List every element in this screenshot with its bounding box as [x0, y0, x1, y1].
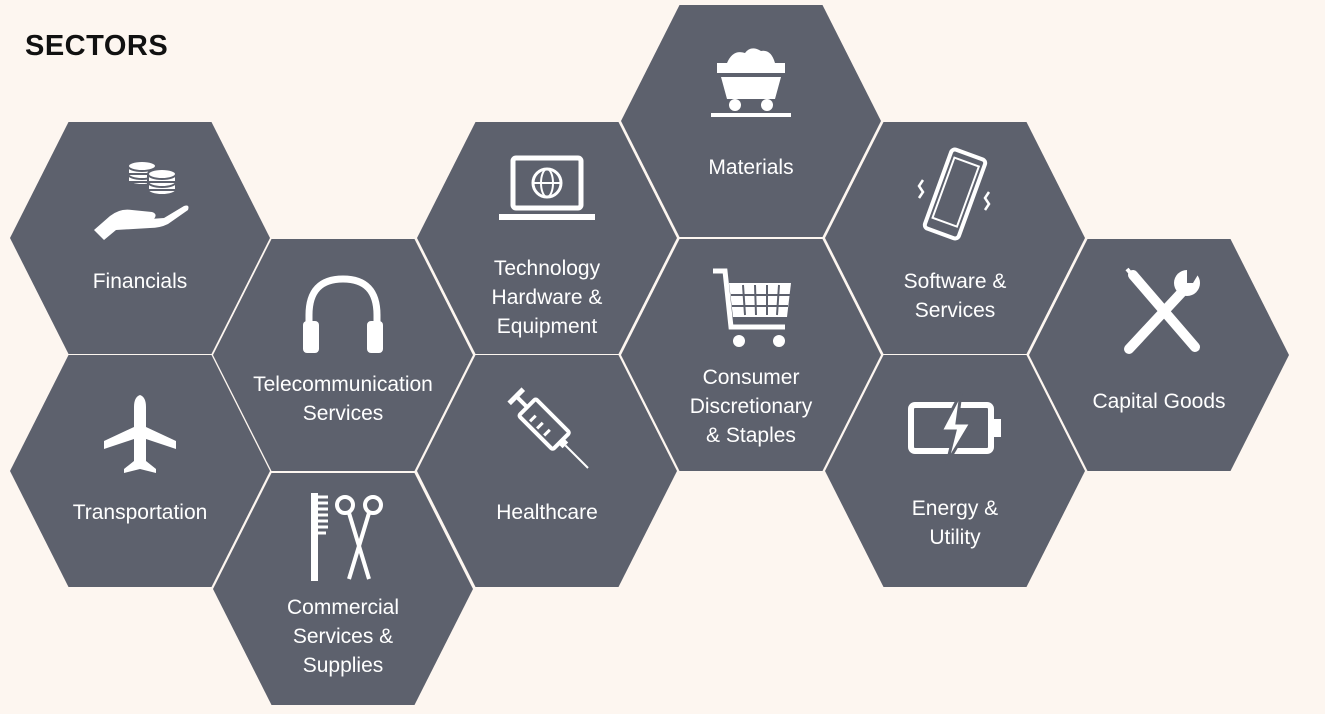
- label-materials: Materials: [708, 156, 794, 179]
- hex-capital: Capital Goods: [1029, 239, 1289, 471]
- hex-software: Software & Services: [825, 122, 1085, 354]
- label-energy: Energy & Utility: [911, 497, 999, 549]
- laptop-globe-icon: [487, 144, 607, 244]
- label-technology: Technology Hardware & Equipment: [491, 257, 603, 338]
- headphones-icon: [283, 261, 403, 361]
- smartphone-vibrate-icon: [895, 144, 1015, 244]
- tools-icon: [1099, 261, 1219, 361]
- hex-commercial: Commercial Services & Supplies: [213, 473, 473, 705]
- mine-cart-icon: [691, 27, 811, 127]
- hex-energy: Energy & Utility: [825, 355, 1085, 587]
- airplane-icon: [80, 377, 200, 477]
- label-telecommunication: Telecommunication Services: [253, 373, 433, 425]
- hex-materials: Materials: [621, 5, 881, 237]
- label-consumer: Consumer Discretionary & Staples: [689, 366, 813, 447]
- hex-telecommunication: Telecommunication Services: [213, 239, 473, 471]
- hex-consumer: Consumer Discretionary & Staples: [621, 239, 881, 471]
- coins-hand-icon: [80, 144, 200, 244]
- label-commercial: Commercial Services & Supplies: [286, 596, 399, 677]
- battery-charge-icon: [895, 383, 1015, 483]
- shopping-cart-icon: [691, 265, 811, 365]
- hex-financials: Financials: [10, 122, 270, 354]
- hex-healthcare: Healthcare: [417, 355, 677, 587]
- label-financials: Financials: [92, 270, 188, 293]
- hex-technology: Technology Hardware & Equipment: [417, 122, 677, 354]
- label-healthcare: Healthcare: [496, 501, 598, 524]
- label-capital: Capital Goods: [1092, 390, 1226, 413]
- hex-transportation: Transportation: [10, 355, 270, 587]
- label-transportation: Transportation: [72, 501, 208, 524]
- label-software: Software & Services: [903, 270, 1007, 322]
- page-title: SECTORS: [25, 30, 169, 62]
- comb-scissors-icon: [283, 485, 403, 585]
- syringe-icon: [487, 377, 607, 477]
